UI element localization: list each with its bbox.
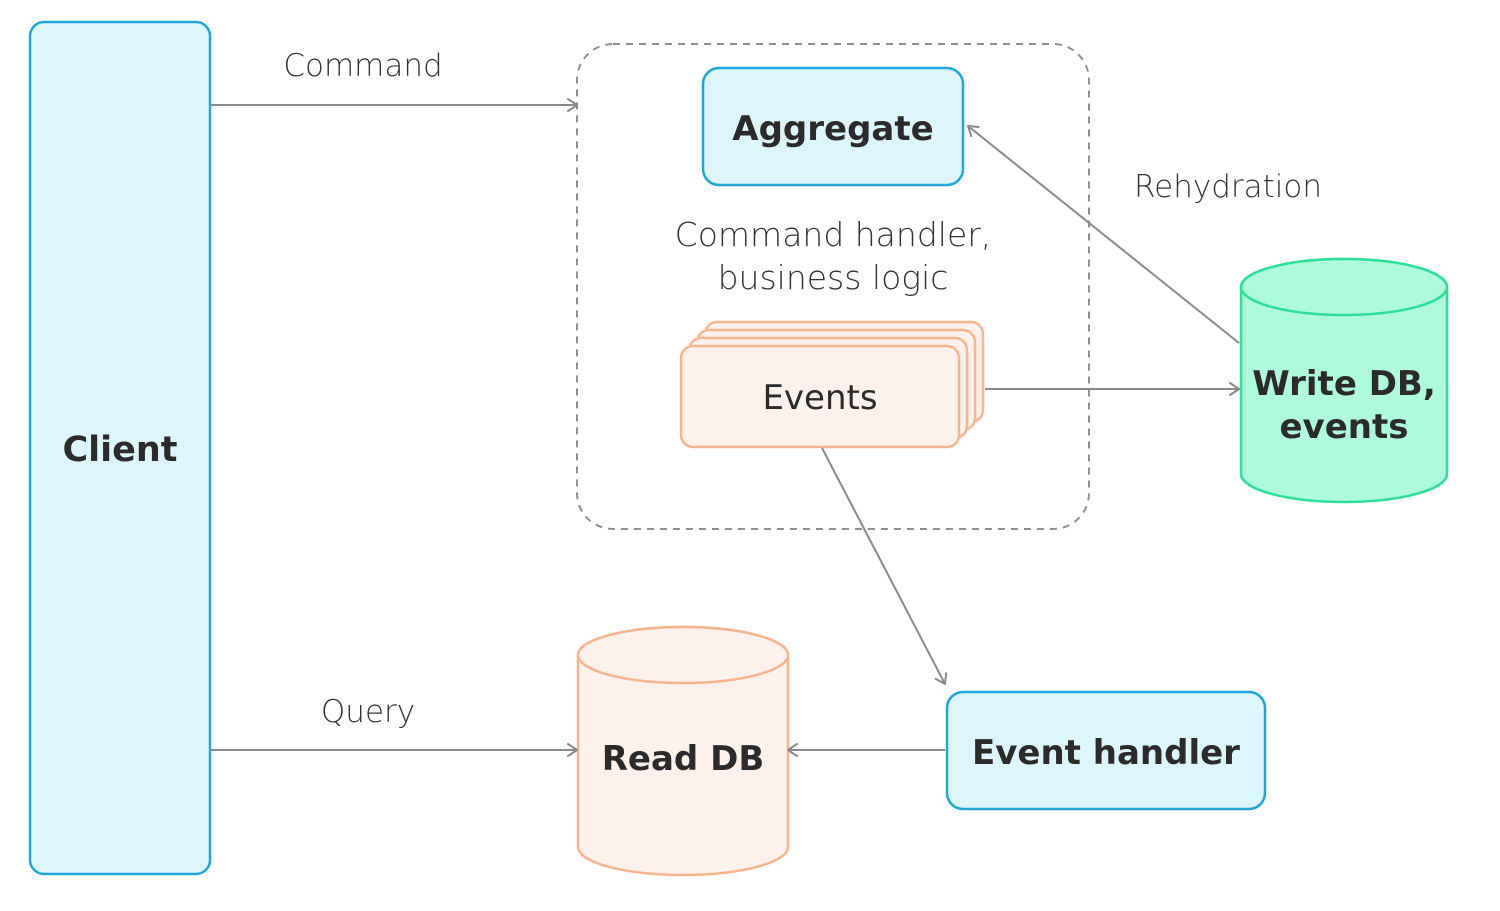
client-node[interactable]: Client bbox=[28, 20, 212, 876]
business-logic-label: business logic bbox=[718, 258, 949, 297]
event-handler-label: Event handler bbox=[972, 733, 1240, 773]
events-node[interactable]: Events bbox=[679, 320, 985, 449]
rehydration-arrow bbox=[967, 125, 1240, 344]
write-db-label: Write DB, bbox=[1252, 364, 1436, 404]
read-db-node[interactable]: Read DB bbox=[576, 625, 790, 877]
events-label: Events bbox=[762, 378, 877, 418]
aggregate-node[interactable]: Aggregate bbox=[701, 66, 965, 187]
aggregate-label: Aggregate bbox=[732, 109, 933, 149]
read-db-label: Read DB bbox=[602, 739, 765, 779]
write-db-node[interactable]: Write DB, events bbox=[1239, 257, 1449, 504]
events-to-event-handler-arrow bbox=[821, 447, 948, 685]
rehydration-edge-label: Rehydration bbox=[1134, 169, 1322, 205]
event-handler-node[interactable]: Event handler bbox=[945, 690, 1267, 811]
command-handler-label: Command handler, bbox=[675, 215, 992, 254]
client-label: Client bbox=[62, 430, 177, 470]
command-edge-label: Command bbox=[283, 48, 442, 84]
query-edge-label: Query bbox=[321, 694, 415, 730]
write-db-events-label: events bbox=[1280, 407, 1409, 447]
command-side-group bbox=[576, 43, 1090, 530]
